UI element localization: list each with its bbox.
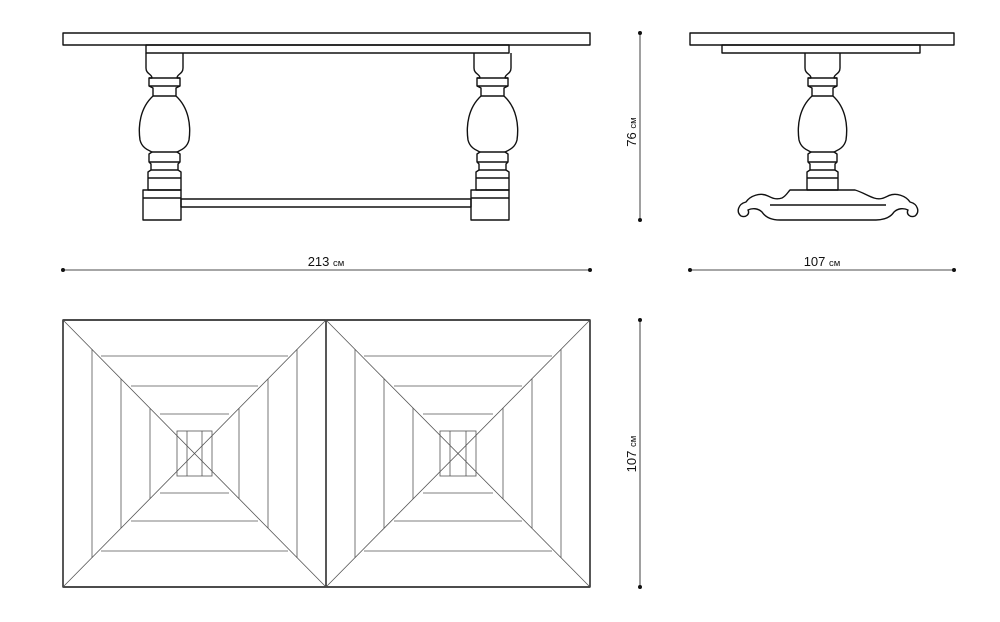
side-width-label: 107 см	[804, 254, 841, 269]
dimension-side-width: 107 см	[688, 254, 956, 272]
side-pedestal	[797, 53, 848, 191]
front-apron	[145, 44, 510, 54]
side-tabletop	[689, 32, 955, 46]
front-view	[62, 32, 591, 221]
front-left-leg	[138, 53, 191, 221]
side-apron	[721, 44, 921, 54]
front-stretcher	[180, 198, 472, 208]
dimension-length: 213 см	[61, 254, 592, 272]
height-label: 76 см	[624, 117, 639, 146]
dimension-top-width: 107 см	[624, 318, 642, 589]
top-view	[62, 319, 591, 588]
front-tabletop	[62, 32, 591, 46]
side-view	[689, 32, 955, 221]
front-right-leg	[466, 53, 519, 221]
top-width-label: 107 см	[624, 436, 639, 473]
side-foot	[737, 189, 919, 221]
dimension-height: 76 см	[624, 31, 642, 222]
top-left-panel	[62, 319, 327, 588]
length-label: 213 см	[308, 254, 345, 269]
top-right-panel	[325, 319, 591, 588]
